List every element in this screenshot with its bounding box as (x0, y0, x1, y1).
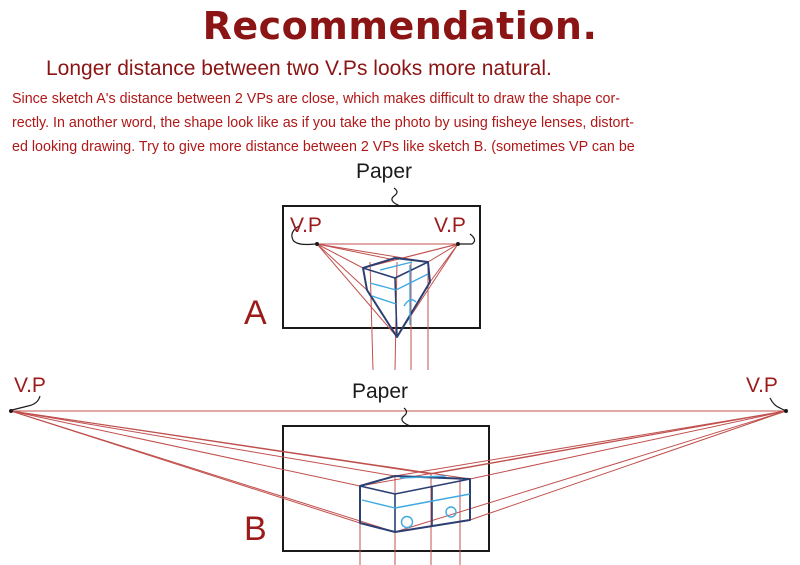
description: Since sketch A's distance between 2 VPs … (12, 87, 792, 159)
sketch-b-construction-lines (10, 410, 787, 565)
sketch-b-box (359, 475, 471, 533)
sketch-a-pointers (291, 187, 476, 246)
description-line: ed looking drawing. Try to give more dis… (12, 139, 635, 155)
sketch-b (9, 395, 788, 565)
sketch-a-vp-left-label: V.P (290, 214, 322, 237)
sketch-a-vp-right-label: V.P (434, 214, 466, 237)
sketch-b-label: B (244, 510, 267, 548)
sketch-a-construction-lines (316, 243, 459, 371)
sketch-a-label: A (244, 294, 267, 332)
sketch-b-vp-right-label: V.P (746, 374, 778, 397)
sketch-a-vp-right-dot (456, 242, 460, 246)
description-line: rectly. In another word, the shape look … (12, 115, 634, 131)
sketch-b-paper-label: Paper (352, 380, 409, 403)
sketch-a-paper (282, 205, 481, 329)
sketch-b-paper (282, 425, 490, 552)
sketch-b-vp-left-dot (9, 409, 13, 413)
description-line: Since sketch A's distance between 2 VPs … (12, 91, 621, 107)
sketch-a-paper-label: Paper (356, 160, 413, 183)
sketch-b-pointers (11, 395, 787, 427)
sketch-b-vp-right-dot (784, 409, 788, 413)
sketch-b-vp-left-label: V.P (14, 374, 46, 397)
subtitle: Longer distance between two V.Ps looks m… (46, 57, 552, 80)
sketch-a (282, 187, 481, 371)
page-title: Recommendation. (202, 4, 598, 48)
sketch-a-vp-left-dot (315, 242, 319, 246)
sketch-a-box (362, 257, 431, 338)
